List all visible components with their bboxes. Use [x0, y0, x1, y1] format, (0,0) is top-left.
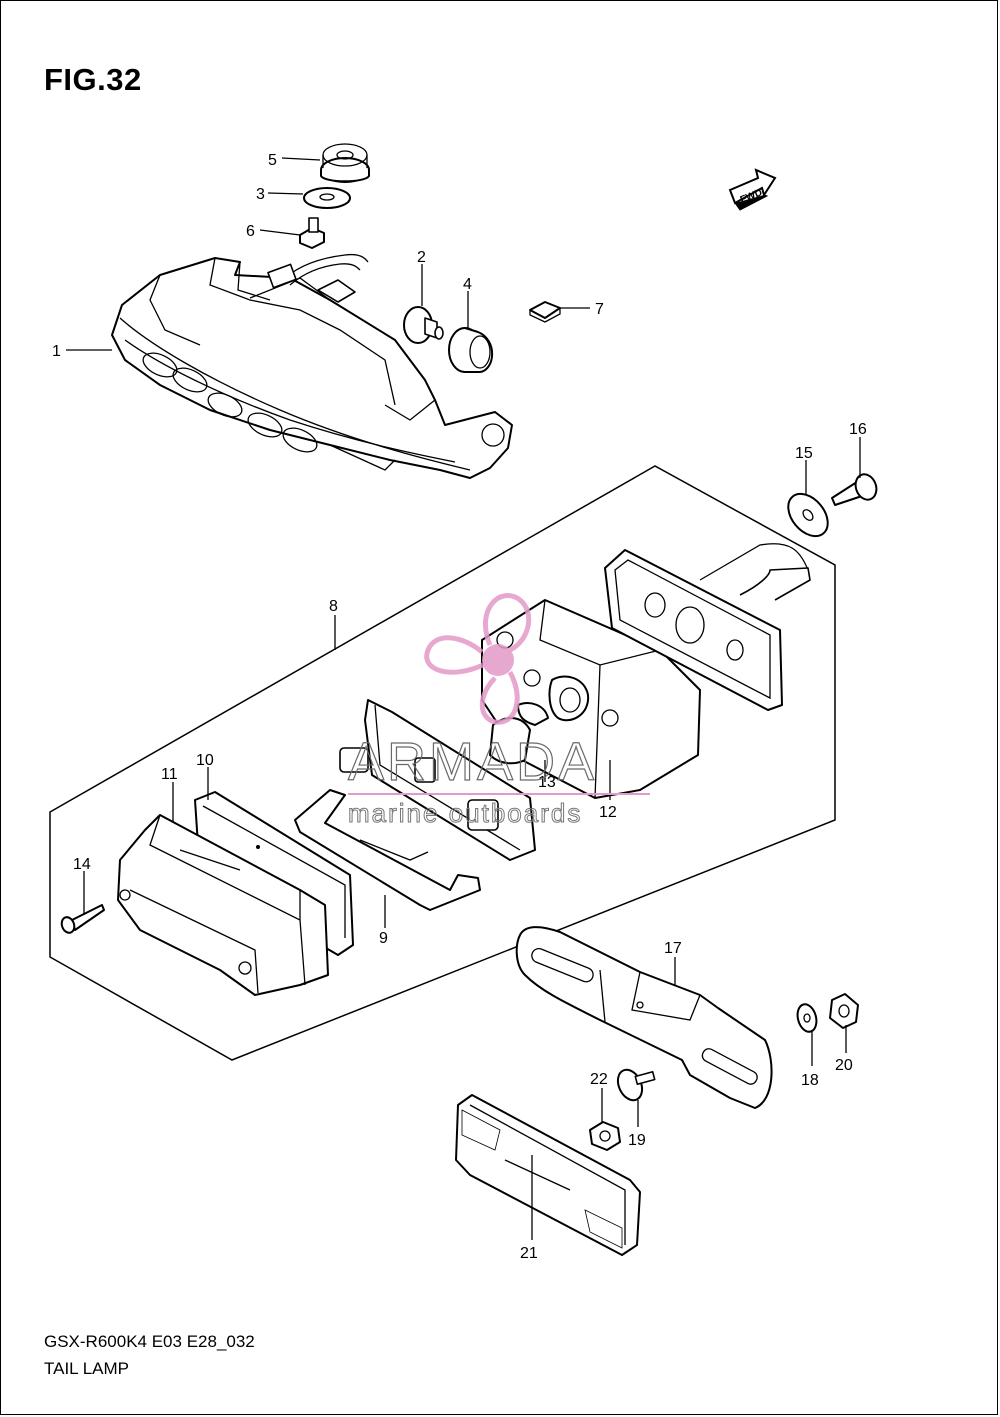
callout-7: 7: [595, 301, 604, 318]
watermark-brand: ARMADA: [348, 732, 597, 792]
callout-3: 3: [256, 186, 265, 203]
washer-part-3: [303, 187, 351, 209]
figure-caption: TAIL LAMP: [44, 1359, 130, 1378]
callout-leaders: [66, 157, 861, 1240]
lens-bracket-part-9: [294, 789, 481, 911]
callout-18: 18: [801, 1072, 819, 1089]
callout-15: 15: [795, 445, 813, 462]
nut-part-20: [829, 993, 859, 1029]
callout-14: 14: [73, 856, 91, 873]
watermark: ARMADA marine outboards: [347, 593, 650, 829]
bolt-part-19: [616, 1068, 656, 1102]
license-bracket-part-17: [515, 926, 773, 1109]
callout-22: 22: [590, 1071, 608, 1088]
callout-9: 9: [379, 930, 388, 947]
tail-lamp-housing: [111, 253, 513, 479]
callout-2: 2: [417, 249, 426, 266]
pad-part-7: [529, 301, 561, 323]
model-code: GSX-R600K4 E03 E28_032: [44, 1332, 255, 1351]
callout-17: 17: [664, 940, 682, 957]
callout-21: 21: [520, 1245, 538, 1262]
washer-part-15: [787, 492, 829, 538]
nut-part-22: [589, 1121, 621, 1151]
callout-4: 4: [463, 276, 472, 293]
bulb-socket-part-13: [339, 675, 590, 861]
reflector-part-21: [455, 1094, 641, 1256]
assembly-boundary: [49, 465, 836, 1061]
forward-arrow-icon: FWD: [728, 168, 777, 211]
callout-12: 12: [599, 804, 617, 821]
screw-part-14: [60, 904, 105, 934]
callout-10: 10: [196, 752, 214, 769]
washer-part-18: [796, 1003, 818, 1033]
bolt-part-6: [299, 217, 325, 249]
propeller-logo-icon: [424, 593, 532, 725]
callout-20: 20: [835, 1057, 853, 1074]
figure-title: FIG.32: [44, 62, 142, 97]
cushion-part-4: [448, 327, 494, 373]
callout-13: 13: [538, 774, 556, 791]
callout-11: 11: [161, 766, 178, 783]
callout-numbers: 1 2 3 4 5 6 7 8 9 10 11 12 13 14 15 16 1…: [52, 152, 867, 1262]
watermark-tagline: marine outboards: [348, 798, 582, 828]
callout-1: 1: [52, 343, 61, 360]
grommet-part-5: [320, 143, 370, 183]
callout-6: 6: [246, 223, 255, 240]
callout-8: 8: [329, 598, 338, 615]
cushion-part-2: [403, 306, 444, 344]
callout-16: 16: [849, 421, 867, 438]
rear-gasket: [604, 543, 811, 711]
lens-part-11: [117, 814, 329, 996]
callout-19: 19: [628, 1132, 646, 1149]
screw-part-16: [831, 473, 878, 506]
callout-5: 5: [268, 152, 277, 169]
